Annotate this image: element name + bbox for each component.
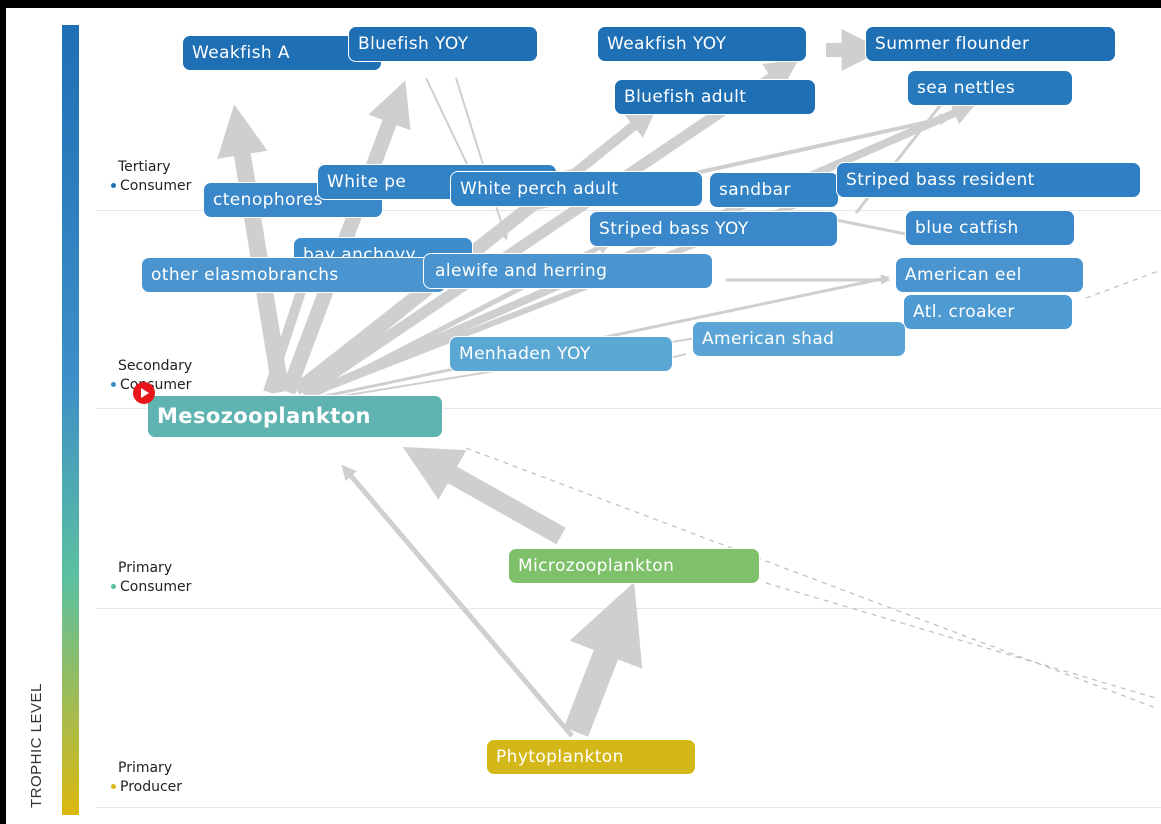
level-line: Primary (118, 560, 173, 576)
dashed-link-1 (465, 447, 1157, 709)
level-line: Tertiary (118, 159, 171, 175)
band-divider (96, 408, 1161, 409)
arrow-meso-sea-nettles (308, 102, 977, 398)
level-dot (111, 583, 116, 589)
node-alewife-herring[interactable]: alewife and herring (423, 253, 713, 289)
level-line: Producer (120, 779, 183, 795)
dashed-link-3 (1085, 269, 1161, 299)
node-other-elasmobranchs[interactable]: other elasmobranchs (141, 257, 446, 293)
node-bluefish-adult[interactable]: Bluefish adult (614, 79, 816, 115)
node-striped-bass-resident[interactable]: Striped bass resident (836, 162, 1141, 198)
node-american-shad[interactable]: American shad (692, 321, 906, 357)
node-sandbar[interactable]: sandbar (709, 172, 839, 208)
node-bluefish-yoy[interactable]: Bluefish YOY (348, 26, 538, 62)
node-microzooplankton[interactable]: Microzooplankton (508, 548, 760, 584)
node-weakfish-yoy[interactable]: Weakfish YOY (597, 26, 807, 62)
level-dot (111, 381, 116, 387)
node-blue-catfish[interactable]: blue catfish (905, 210, 1075, 246)
arrow-micro-meso (402, 446, 566, 545)
node-american-eel[interactable]: American eel (895, 257, 1084, 293)
node-phytoplankton[interactable]: Phytoplankton (486, 739, 696, 775)
node-mesozooplankton[interactable]: Mesozooplankton (147, 395, 443, 438)
level-line: Secondary (118, 358, 193, 374)
arrow-thin-2 (455, 77, 508, 241)
level-line: Consumer (120, 579, 192, 595)
dashed-link-2 (765, 582, 1157, 699)
arrow-phyto-meso (341, 464, 574, 738)
node-sea-nettles[interactable]: sea nettles (907, 70, 1073, 106)
trophic-level-gradient (62, 25, 79, 815)
node-white-perch-adult[interactable]: White perch adult (450, 171, 703, 207)
node-atl-croaker[interactable]: Atl. croaker (903, 294, 1073, 330)
level-line: Consumer (120, 178, 192, 194)
band-divider (96, 807, 1161, 808)
node-menhaden-yoy[interactable]: Menhaden YOY (449, 336, 673, 372)
arrow-meso-weakfish-yoy (302, 59, 799, 397)
arrow-phyto-micro (563, 582, 643, 737)
level-dot (111, 783, 116, 789)
node-summer-flounder[interactable]: Summer flounder (865, 26, 1116, 62)
band-divider (96, 210, 1161, 211)
level-dot (111, 182, 116, 188)
play-icon[interactable] (133, 382, 155, 404)
level-line: Primary (118, 760, 173, 776)
node-striped-bass-yoy[interactable]: Striped bass YOY (589, 211, 838, 247)
